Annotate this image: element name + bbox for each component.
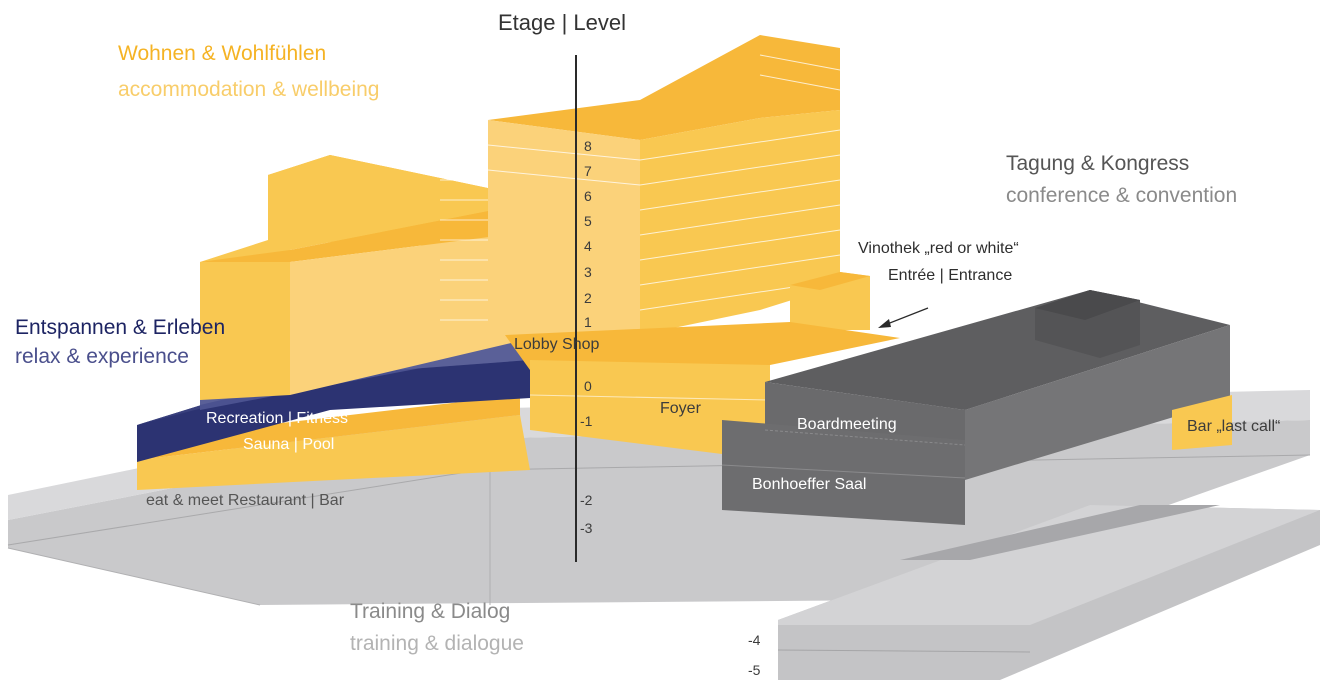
level-label: 5 xyxy=(584,213,592,229)
zone-wohnen-subtitle: accommodation & wellbeing xyxy=(118,78,380,101)
zone-entspannen-subtitle: relax & experience xyxy=(15,345,189,368)
conference-block xyxy=(721,290,1232,525)
zone-wohnen-title: Wohnen & Wohlfühlen xyxy=(118,42,327,65)
zone-training-title: Training & Dialog xyxy=(350,600,511,623)
level-label: -4 xyxy=(748,632,761,648)
room-bonhoeffer: Bonhoeffer Saal xyxy=(752,476,867,493)
annotation-entrance: Entrée | Entrance xyxy=(888,267,1013,284)
room-boardmeeting: Boardmeeting xyxy=(797,416,897,433)
level-label: -1 xyxy=(580,413,593,429)
entrance-arrow xyxy=(878,307,929,328)
zone-tagung-subtitle: conference & convention xyxy=(1006,184,1238,207)
room-foyer: Foyer xyxy=(660,400,701,417)
room-bar-last-call: Bar „last call“ xyxy=(1187,418,1281,435)
lower-basement-block xyxy=(777,505,1320,680)
level-label: 3 xyxy=(584,264,592,280)
annotation-vinothek: Vinothek „red or white“ xyxy=(858,240,1019,257)
room-restaurant: eat & meet Restaurant | Bar xyxy=(146,492,345,509)
zone-entspannen-title: Entspannen & Erleben xyxy=(15,316,226,339)
room-recreation: Recreation | Fitness xyxy=(206,410,348,427)
level-label: -3 xyxy=(580,520,593,536)
restaurant-block xyxy=(137,395,530,490)
entrance-block xyxy=(790,272,870,330)
level-label: -5 xyxy=(748,662,761,678)
level-label: 6 xyxy=(584,188,592,204)
lobby-podium xyxy=(505,322,900,460)
zone-tagung-title: Tagung & Kongress xyxy=(1006,152,1190,175)
level-label: -2 xyxy=(580,492,593,508)
room-lobby-shop: Lobby Shop xyxy=(514,336,600,353)
axis-title: Etage | Level xyxy=(498,10,627,35)
central-tower xyxy=(487,35,841,335)
level-label: 2 xyxy=(584,290,592,306)
level-label: 8 xyxy=(584,138,592,154)
level-label: 1 xyxy=(584,314,592,330)
room-sauna: Sauna | Pool xyxy=(243,436,335,453)
level-label: 0 xyxy=(584,378,592,394)
level-label: 7 xyxy=(584,163,592,179)
zone-training-subtitle: training & dialogue xyxy=(350,632,524,655)
level-label: 4 xyxy=(584,238,592,254)
